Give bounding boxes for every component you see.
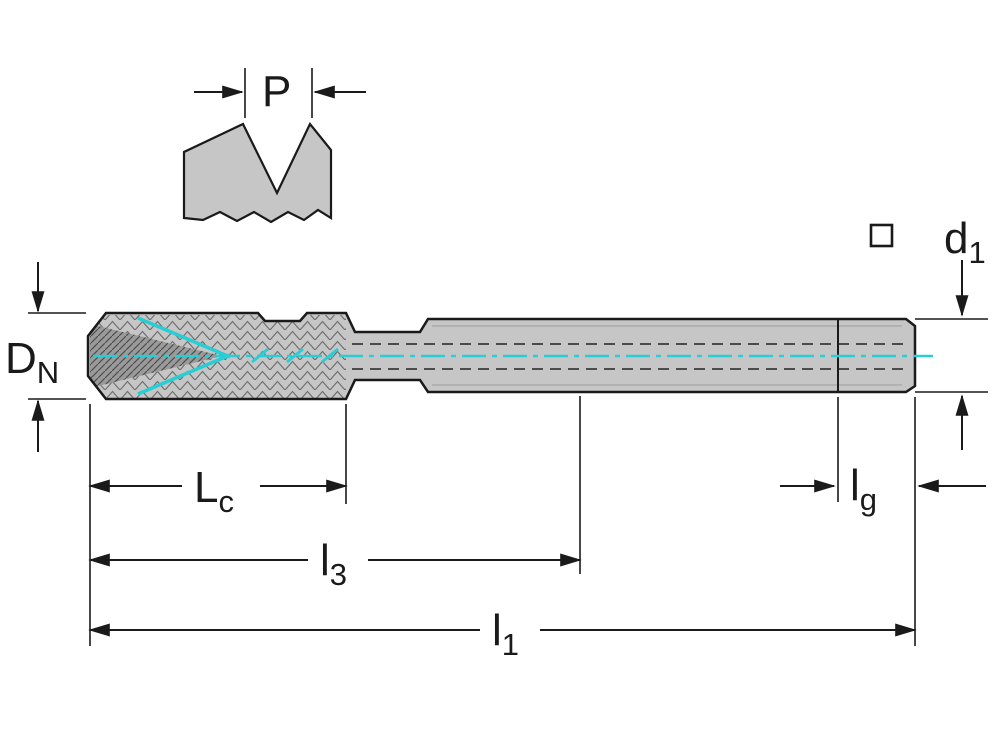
label-overall-length: l1 — [492, 606, 519, 662]
dimension-thread-length: Lc — [88, 463, 348, 519]
dimension-shank-diameter: d1 — [869, 214, 988, 450]
thread-profile-detail — [182, 121, 333, 224]
coolant-tick — [286, 347, 304, 364]
coolant-tick — [251, 347, 269, 364]
dimension-square-length: lg — [780, 461, 986, 517]
label-thread-length: Lc — [194, 463, 234, 519]
label-l3: l3 — [320, 536, 347, 592]
dimension-nominal-diameter: DN — [5, 262, 86, 452]
label-shank-diameter: d1 — [944, 214, 986, 270]
dimension-overall-length: l1 — [88, 606, 917, 662]
label-pitch: P — [262, 67, 291, 116]
dimension-pitch: P — [194, 67, 366, 118]
extension-lines-lower — [89, 396, 916, 646]
coolant-exit-upper — [137, 316, 231, 359]
thread-profile-shape — [182, 121, 333, 224]
label-square-length: lg — [850, 461, 877, 517]
tap-body — [86, 311, 933, 401]
square-section-icon — [869, 223, 894, 248]
tap-body-outline — [86, 311, 917, 401]
coolant-channel — [93, 316, 933, 396]
dimension-l3: l3 — [88, 536, 582, 592]
coolant-exit-lower — [137, 353, 231, 396]
coolant-tick — [321, 347, 339, 364]
label-nominal-diameter: DN — [5, 334, 59, 390]
